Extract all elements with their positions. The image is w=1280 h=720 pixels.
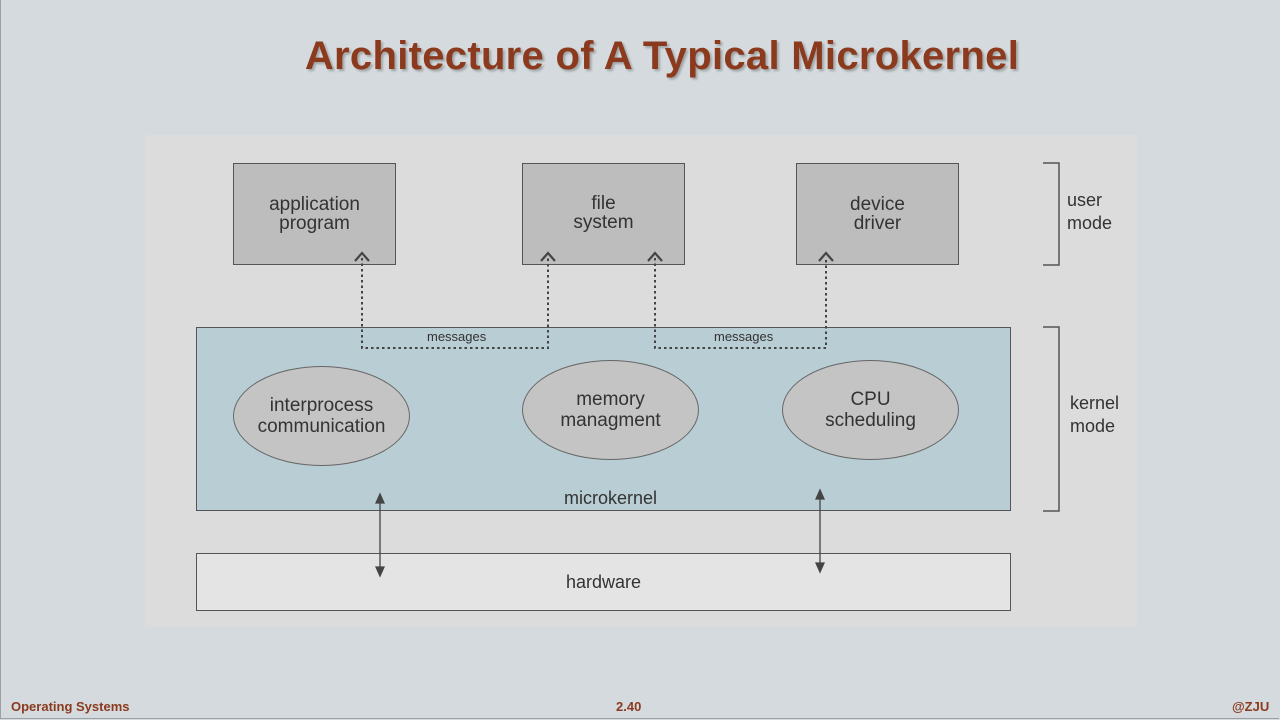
footer-course: Operating Systems xyxy=(11,699,130,714)
hardware-box: hardware xyxy=(196,553,1011,611)
component-label: scheduling xyxy=(825,410,916,431)
kernel-mode-label: kernel mode xyxy=(1070,392,1119,438)
footer-org: @ZJU xyxy=(1232,699,1270,714)
arrow-head-up xyxy=(814,488,826,500)
mode-label-line: mode xyxy=(1070,416,1116,436)
user-mode-label: user mode xyxy=(1067,189,1112,235)
component-label: memory xyxy=(576,389,645,410)
component-label: managment xyxy=(560,410,661,431)
mode-label-line: user xyxy=(1067,190,1103,210)
arrow-head-down xyxy=(814,562,826,574)
component-label: CPU xyxy=(850,389,891,410)
microkernel-label: microkernel xyxy=(563,488,658,508)
kernel-mode-bracket xyxy=(1043,326,1060,512)
slide-title: Architecture of A Typical Microkernel xyxy=(304,34,1020,78)
arrow-head-up xyxy=(818,251,834,262)
arrow-head-up xyxy=(374,492,386,504)
arrow-head-up xyxy=(647,251,663,262)
footer-page-number: 2.40 xyxy=(616,699,642,714)
arrow-head-up xyxy=(354,251,370,262)
box-label: driver xyxy=(853,213,902,234)
message-path-right xyxy=(654,258,827,349)
box-label: application xyxy=(269,194,360,215)
component-label: communication xyxy=(257,416,386,437)
box-label: device xyxy=(850,194,905,215)
box-label: program xyxy=(279,213,350,234)
messages-label-left: messages xyxy=(427,329,487,344)
message-path-left xyxy=(361,258,549,349)
mode-label-line: mode xyxy=(1067,213,1113,233)
user-mode-bracket xyxy=(1043,162,1060,266)
box-label: system xyxy=(573,212,634,233)
box-label: file xyxy=(591,193,616,214)
messages-label-right: messages xyxy=(714,329,774,344)
component-label: interprocess xyxy=(269,395,374,416)
arrow-head-up xyxy=(540,251,556,262)
arrow-head-down xyxy=(374,566,386,578)
mode-label-line: kernel xyxy=(1070,393,1120,413)
